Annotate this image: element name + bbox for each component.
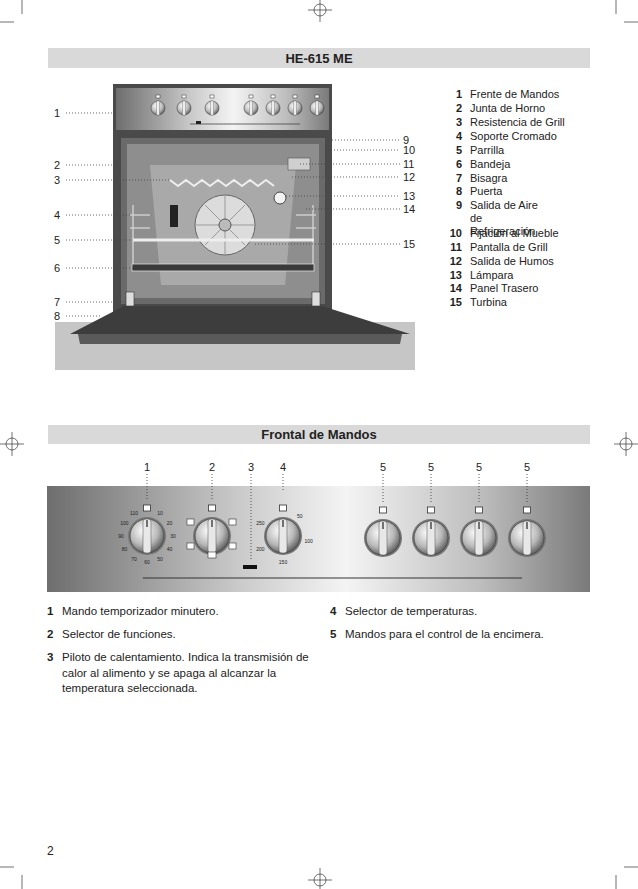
- callout-number: 5: [54, 234, 60, 247]
- callout-number: 1: [127, 461, 167, 474]
- legend-number: 5: [440, 144, 462, 157]
- callout-number: 5: [411, 461, 451, 474]
- dial-scale: 100: [104, 520, 144, 527]
- part-name: Puerta: [470, 185, 502, 198]
- part-name: Resistencia de Grill: [470, 116, 565, 129]
- dial-scale: 200: [240, 546, 280, 553]
- section-band: Frontal de Mandos: [48, 425, 590, 444]
- callout-number: 15: [403, 238, 415, 251]
- callout-number: 10: [403, 144, 415, 157]
- dial-scale: 110: [114, 510, 154, 517]
- section-band: HE-615 ME: [48, 48, 590, 68]
- legend-number: 13: [440, 269, 462, 282]
- dial-scale: 80: [104, 546, 144, 553]
- legend-number: 4: [440, 130, 462, 143]
- callout-number: 13: [403, 190, 415, 203]
- legend-number: 3: [440, 116, 462, 129]
- callout-number: 3: [54, 174, 60, 187]
- part-name: Lámpara: [470, 269, 513, 282]
- callout-number: 4: [263, 461, 303, 474]
- part-name: Turbina: [470, 296, 507, 309]
- callout-number: 5: [507, 461, 547, 474]
- legend-number: 2: [440, 102, 462, 115]
- legend-number: 12: [440, 255, 462, 268]
- part-name: Fijación al Mueble: [470, 227, 559, 240]
- dial-scale: 100: [289, 538, 329, 545]
- part-name: Panel Trasero: [470, 282, 538, 295]
- legend-number: 7: [440, 172, 462, 185]
- section-heading: Frontal de Mandos: [261, 427, 377, 442]
- callout-number: 12: [403, 171, 415, 184]
- dial-scale: 70: [114, 556, 154, 563]
- callout-number: 3: [231, 461, 271, 474]
- callout-number: 7: [54, 296, 60, 309]
- dial-scale: 250: [240, 520, 280, 527]
- section-heading: HE-615 ME: [285, 51, 352, 66]
- item-description: Piloto de calentamiento. Indica la trans…: [62, 650, 324, 697]
- part-name: Bandeja: [470, 158, 510, 171]
- part-name: Junta de Horno: [470, 102, 545, 115]
- part-name: Salida de Humos: [470, 255, 554, 268]
- callout-number: 2: [54, 159, 60, 172]
- part-name: Soporte Cromado: [470, 130, 557, 143]
- callout-number: 11: [403, 158, 414, 171]
- callout-number: 5: [363, 461, 403, 474]
- page-number: 2: [47, 843, 54, 859]
- item-description: Mandos para el control de la encimera.: [345, 627, 605, 643]
- dial-scale: 20: [150, 520, 190, 527]
- item-number: 2: [47, 627, 53, 643]
- dial-scale: 30: [153, 533, 193, 540]
- item-description: Mando temporizador minutero.: [62, 604, 324, 620]
- callout-number: 8: [54, 310, 60, 323]
- legend-number: 11: [440, 241, 462, 254]
- item-description: Selector de temperaturas.: [345, 604, 605, 620]
- legend-number: 6: [440, 158, 462, 171]
- part-name: Frente de Mandos: [470, 88, 559, 101]
- callout-number: 6: [54, 262, 60, 275]
- item-number: 3: [47, 650, 53, 666]
- legend-number: 15: [440, 296, 462, 309]
- item-number: 1: [47, 604, 53, 620]
- dial-scale: 10: [140, 510, 180, 517]
- part-name: Parrilla: [470, 144, 504, 157]
- item-number: 4: [330, 604, 336, 620]
- callout-number: 5: [459, 461, 499, 474]
- item-number: 5: [330, 627, 336, 643]
- legend-number: 14: [440, 282, 462, 295]
- legend-number: 9: [440, 199, 462, 212]
- part-name: Bisagra: [470, 172, 507, 185]
- callout-number: 1: [54, 107, 60, 120]
- dial-scale: 150: [263, 559, 303, 566]
- callout-number: 4: [54, 209, 60, 222]
- part-name: Pantalla de Grill: [470, 241, 548, 254]
- legend-number: 10: [440, 227, 462, 240]
- dial-scale: 40: [150, 546, 190, 553]
- callout-number: 2: [192, 461, 232, 474]
- dial-scale: 90: [101, 533, 141, 540]
- dial-scale: 50: [280, 513, 320, 520]
- legend-number: 8: [440, 185, 462, 198]
- legend-number: 1: [440, 88, 462, 101]
- item-description: Selector de funciones.: [62, 627, 324, 643]
- callout-number: 14: [403, 203, 415, 216]
